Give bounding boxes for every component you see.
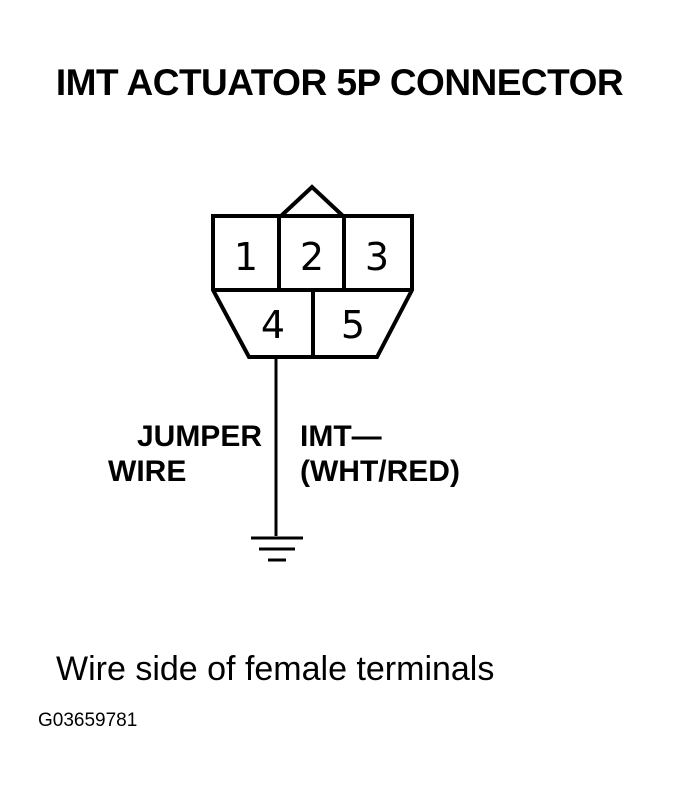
pin-2: 2 — [300, 235, 324, 279]
diagram-title: IMT ACTUATOR 5P CONNECTOR — [55, 62, 624, 103]
jumper-wire-label-line1: JUMPER — [137, 420, 262, 453]
imt-wire-label-line2: (WHT/RED) — [300, 455, 460, 488]
pin-1: 1 — [234, 235, 258, 279]
diagram-caption: Wire side of female terminals — [56, 650, 495, 688]
figure-id: G03659781 — [38, 710, 138, 731]
connector-key — [279, 184, 345, 218]
ground-icon — [251, 536, 303, 562]
pin-3: 3 — [365, 235, 389, 279]
jumper-wire-label-line2: WIRE — [108, 455, 186, 488]
imt-wire-label-line1: IMT— — [300, 420, 382, 453]
connector-body — [211, 184, 414, 359]
pin-4: 4 — [261, 303, 285, 347]
pin-5: 5 — [341, 303, 365, 347]
